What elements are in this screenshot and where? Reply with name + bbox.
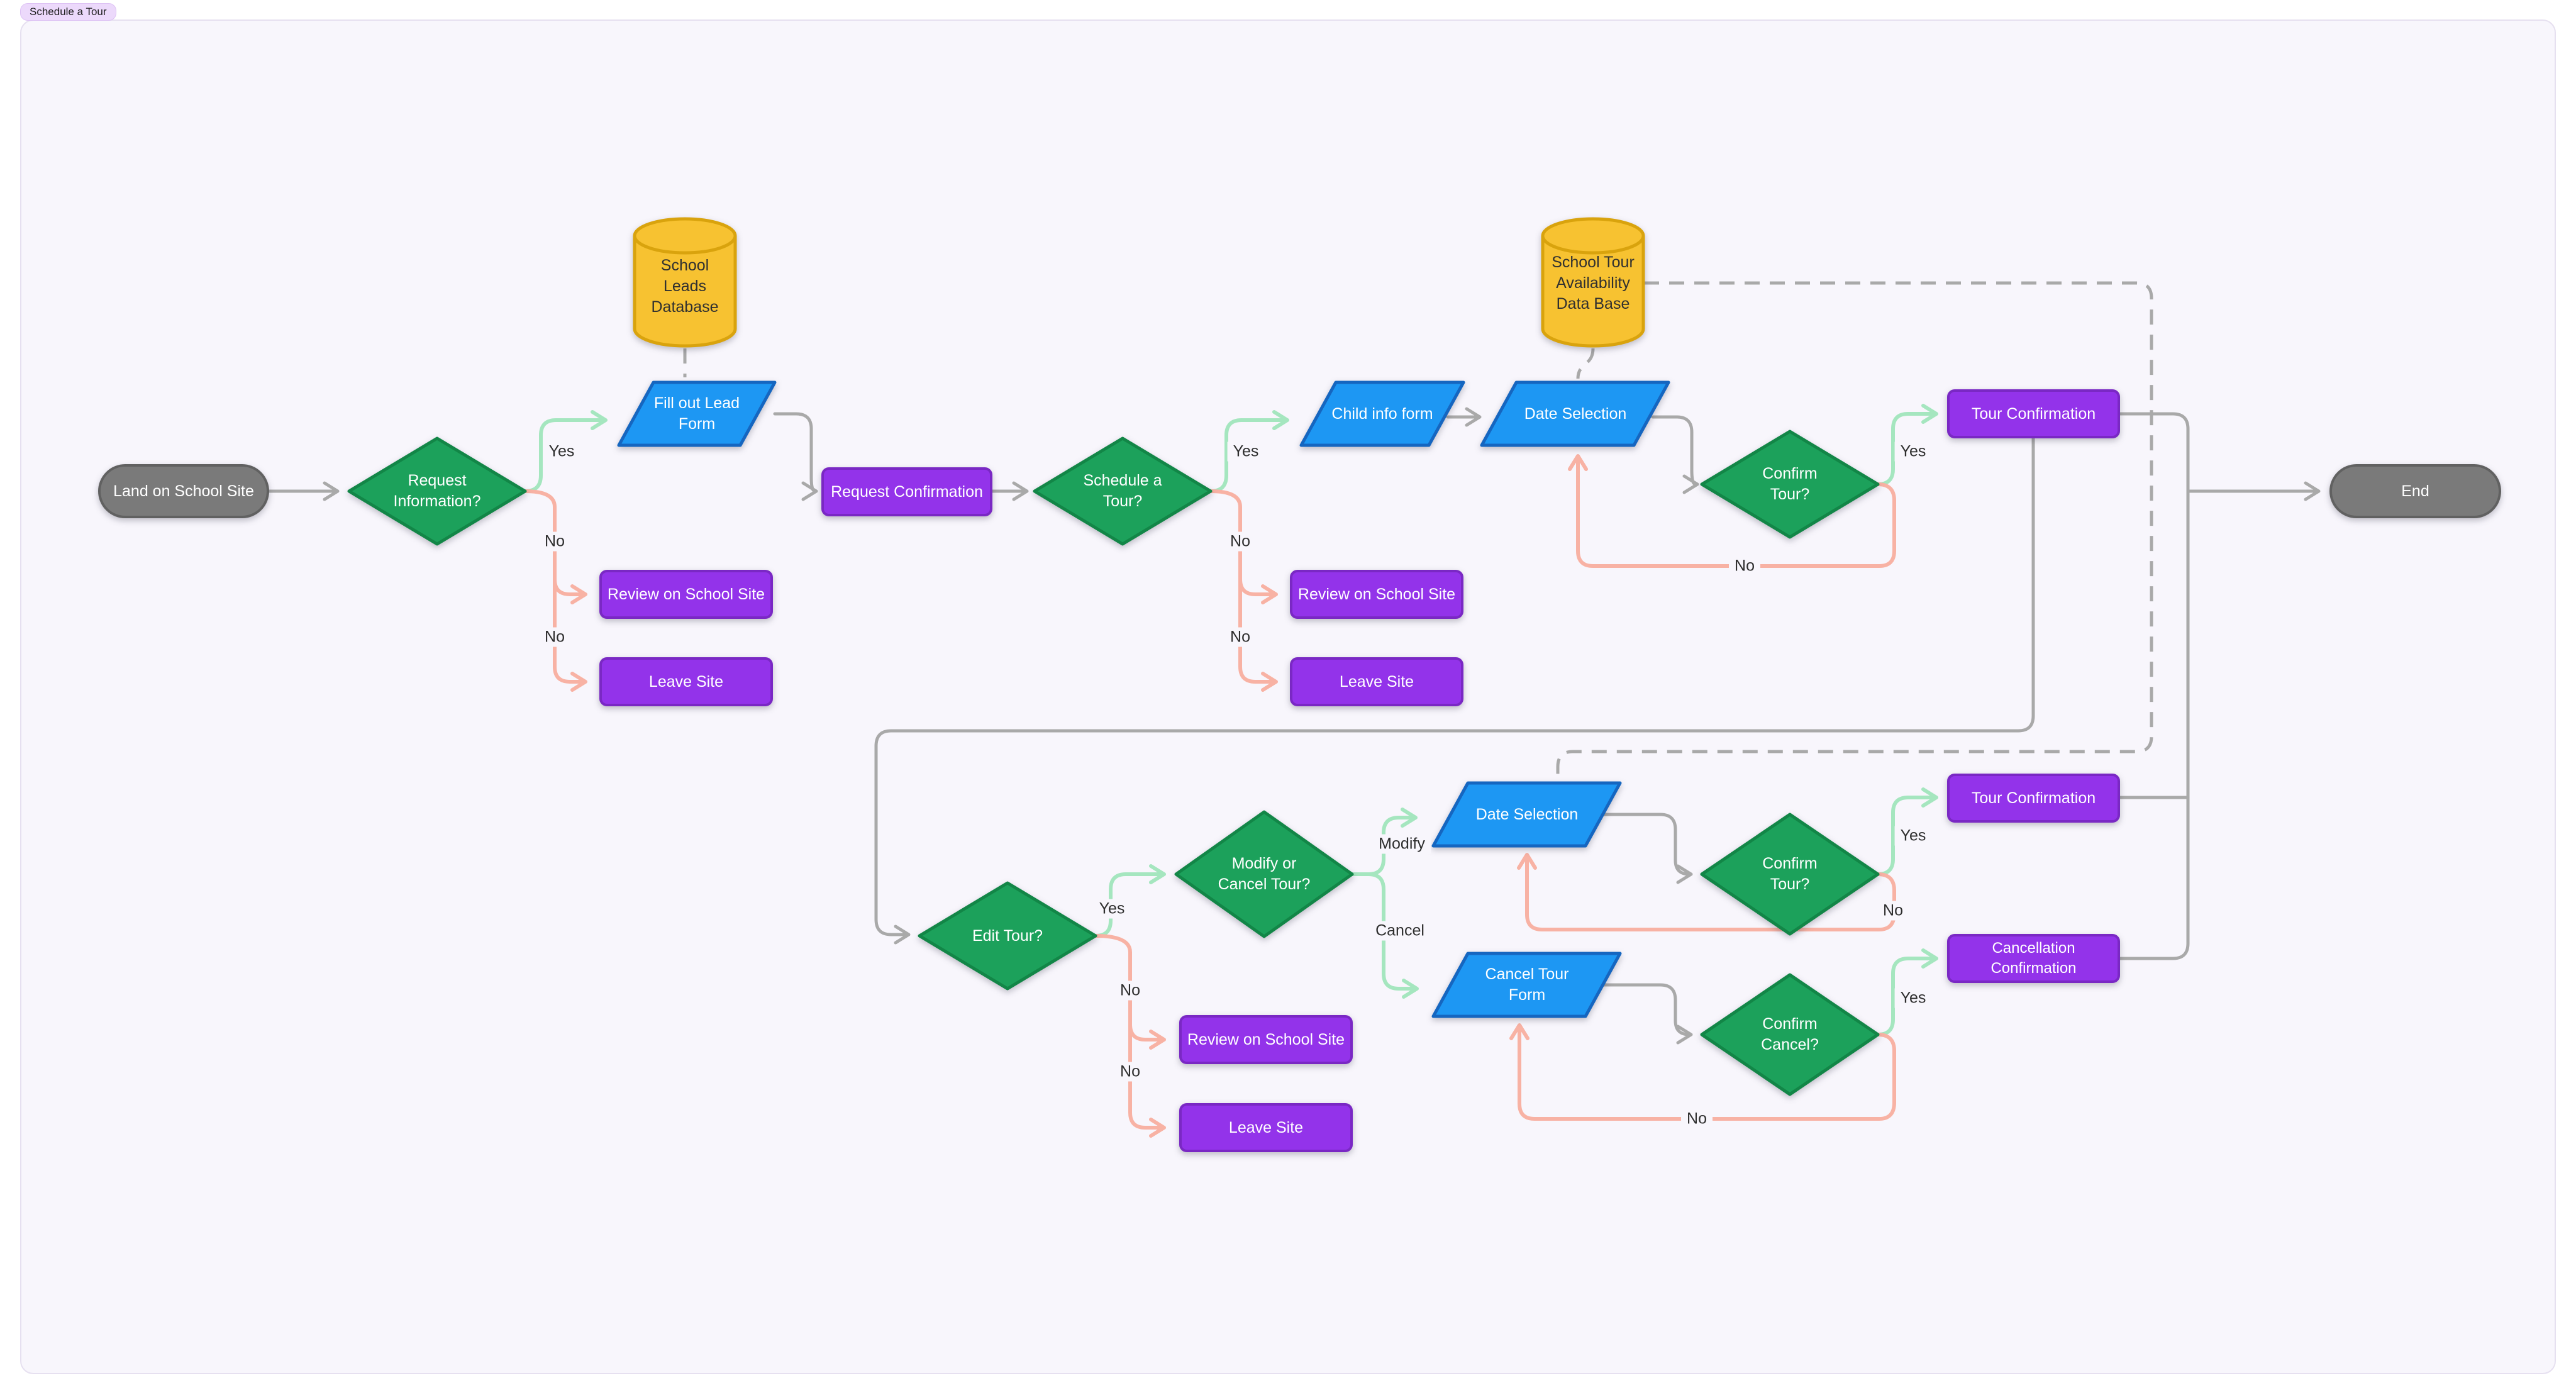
node-confirm-tour-bottom[interactable] bbox=[1700, 813, 1880, 936]
node-review-site-2[interactable] bbox=[1290, 570, 1463, 619]
edge-dateselection-bottom-to-confirmtour-bottom[interactable] bbox=[1602, 813, 1693, 884]
canvas-frame bbox=[20, 19, 2556, 1374]
edge-requestinfo-no-review[interactable] bbox=[553, 577, 587, 604]
node-end[interactable] bbox=[2329, 464, 2501, 518]
node-confirm-tour-top[interactable] bbox=[1700, 430, 1880, 539]
node-tour-confirmation-top[interactable] bbox=[1947, 389, 2120, 438]
edge-dateselection-to-confirmtour-top[interactable] bbox=[1651, 415, 1699, 494]
gray-edges bbox=[266, 407, 2321, 1045]
edge-requestinfo-yes[interactable] bbox=[523, 410, 608, 493]
edge-canceltourform-to-confirmcancel[interactable] bbox=[1601, 983, 1693, 1045]
node-leave-site-2[interactable] bbox=[1290, 657, 1463, 706]
node-request-information[interactable] bbox=[347, 436, 527, 546]
node-leave-site-1[interactable] bbox=[599, 657, 773, 706]
node-land-on-school-site[interactable] bbox=[98, 464, 269, 518]
edge-leadform-to-requestconfirmation[interactable] bbox=[773, 412, 818, 501]
nodes-layer bbox=[98, 217, 2501, 1152]
edge-confirmtour-bottom-no-loop[interactable] bbox=[1517, 853, 1896, 931]
edge-confirmtour-top-yes[interactable] bbox=[1876, 404, 1938, 486]
edge-confirmtour-bottom-yes[interactable] bbox=[1876, 787, 1938, 876]
edge-tourdb-to-dateselection-bottom[interactable] bbox=[1556, 281, 2153, 779]
edge-scheduletour-no-review[interactable] bbox=[1238, 577, 1278, 604]
node-modify-or-cancel-tour[interactable] bbox=[1174, 810, 1354, 938]
node-tour-confirmation-bottom[interactable] bbox=[1947, 774, 2120, 823]
node-schedule-a-tour[interactable] bbox=[1033, 436, 1213, 546]
diagram-title-badge[interactable]: Schedule a Tour bbox=[20, 3, 116, 21]
node-school-tour-availability-database[interactable] bbox=[1541, 217, 1645, 348]
node-fill-out-lead-form[interactable] bbox=[617, 380, 777, 447]
node-date-selection-bottom[interactable] bbox=[1431, 781, 1622, 848]
node-cancellation-confirmation[interactable] bbox=[1947, 934, 2120, 983]
dashed-edges bbox=[683, 281, 2153, 779]
edge-tourdb-to-dateselection-top[interactable] bbox=[1576, 348, 1595, 379]
edge-tourconfirmation-to-edittour-loop[interactable] bbox=[874, 435, 2035, 945]
edge-scheduletour-yes[interactable] bbox=[1209, 410, 1289, 493]
node-edit-tour[interactable] bbox=[918, 881, 1097, 991]
edge-edittour-yes[interactable] bbox=[1094, 864, 1166, 938]
node-school-leads-database[interactable] bbox=[633, 217, 737, 348]
edge-trunk-right[interactable] bbox=[2117, 412, 2190, 960]
node-date-selection-top[interactable] bbox=[1480, 380, 1670, 447]
edge-confirmcancel-no-loop[interactable] bbox=[1509, 1023, 1896, 1121]
node-leave-site-3[interactable] bbox=[1179, 1103, 1353, 1152]
node-child-info-form[interactable] bbox=[1299, 380, 1465, 447]
edge-edittour-no-review[interactable] bbox=[1128, 1023, 1166, 1050]
node-request-confirmation[interactable] bbox=[821, 467, 992, 516]
edge-confirmtour-top-no-loop[interactable] bbox=[1568, 454, 1896, 568]
node-review-site-3[interactable] bbox=[1179, 1015, 1353, 1064]
edge-confirmcancel-yes[interactable] bbox=[1876, 948, 1938, 1036]
node-cancel-tour-form[interactable] bbox=[1431, 952, 1622, 1018]
no-edges bbox=[523, 454, 1896, 1138]
node-review-site-1[interactable] bbox=[599, 570, 773, 619]
node-confirm-cancel[interactable] bbox=[1700, 973, 1880, 1096]
